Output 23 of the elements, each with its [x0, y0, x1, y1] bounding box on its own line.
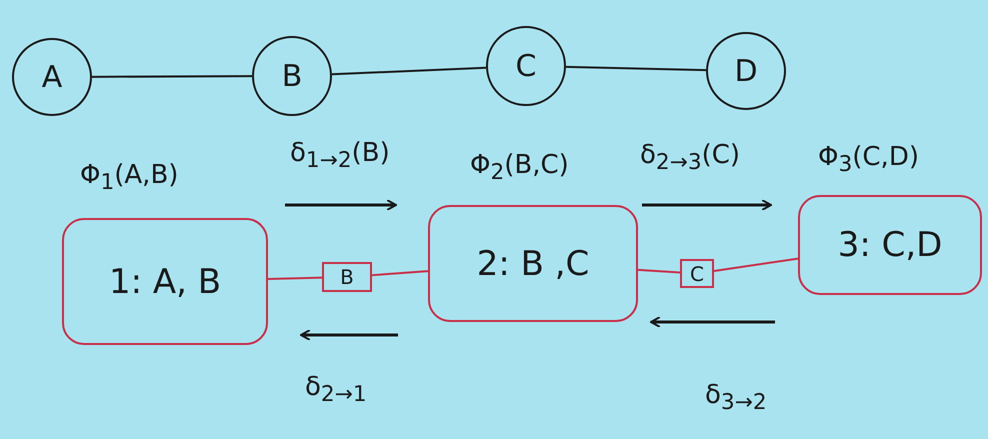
- separator-box: C: [680, 259, 714, 288]
- edge-line: [332, 66, 486, 76]
- variable-circle: B: [252, 36, 332, 116]
- message-label: δ$_{1→2}$(B): [290, 138, 390, 174]
- connector-line: [268, 276, 322, 280]
- factor-label: Φ$_{2}$(B,C): [470, 150, 569, 186]
- message-label: δ$_{3→2}$: [705, 380, 767, 416]
- edge-line: [92, 75, 252, 78]
- edge-line: [566, 66, 706, 72]
- separator-box: B: [322, 262, 372, 292]
- connector-line: [714, 258, 798, 272]
- connector-line: [638, 268, 680, 274]
- variable-circle: C: [486, 26, 566, 106]
- cluster-box: 1: A, B: [62, 218, 268, 345]
- variable-circle: A: [12, 38, 92, 116]
- connector-line: [372, 270, 428, 276]
- variable-circle: D: [706, 32, 786, 110]
- message-label: δ$_{2→3}$(C): [640, 140, 740, 176]
- factor-label: Φ$_{3}$(C,D): [818, 142, 919, 178]
- factor-label: Φ$_{1}$(A,B): [80, 160, 178, 196]
- cluster-box: 3: C,D: [798, 195, 982, 295]
- message-label: δ$_{2→1}$: [305, 372, 367, 408]
- cluster-box: 2: B ,C: [428, 205, 638, 322]
